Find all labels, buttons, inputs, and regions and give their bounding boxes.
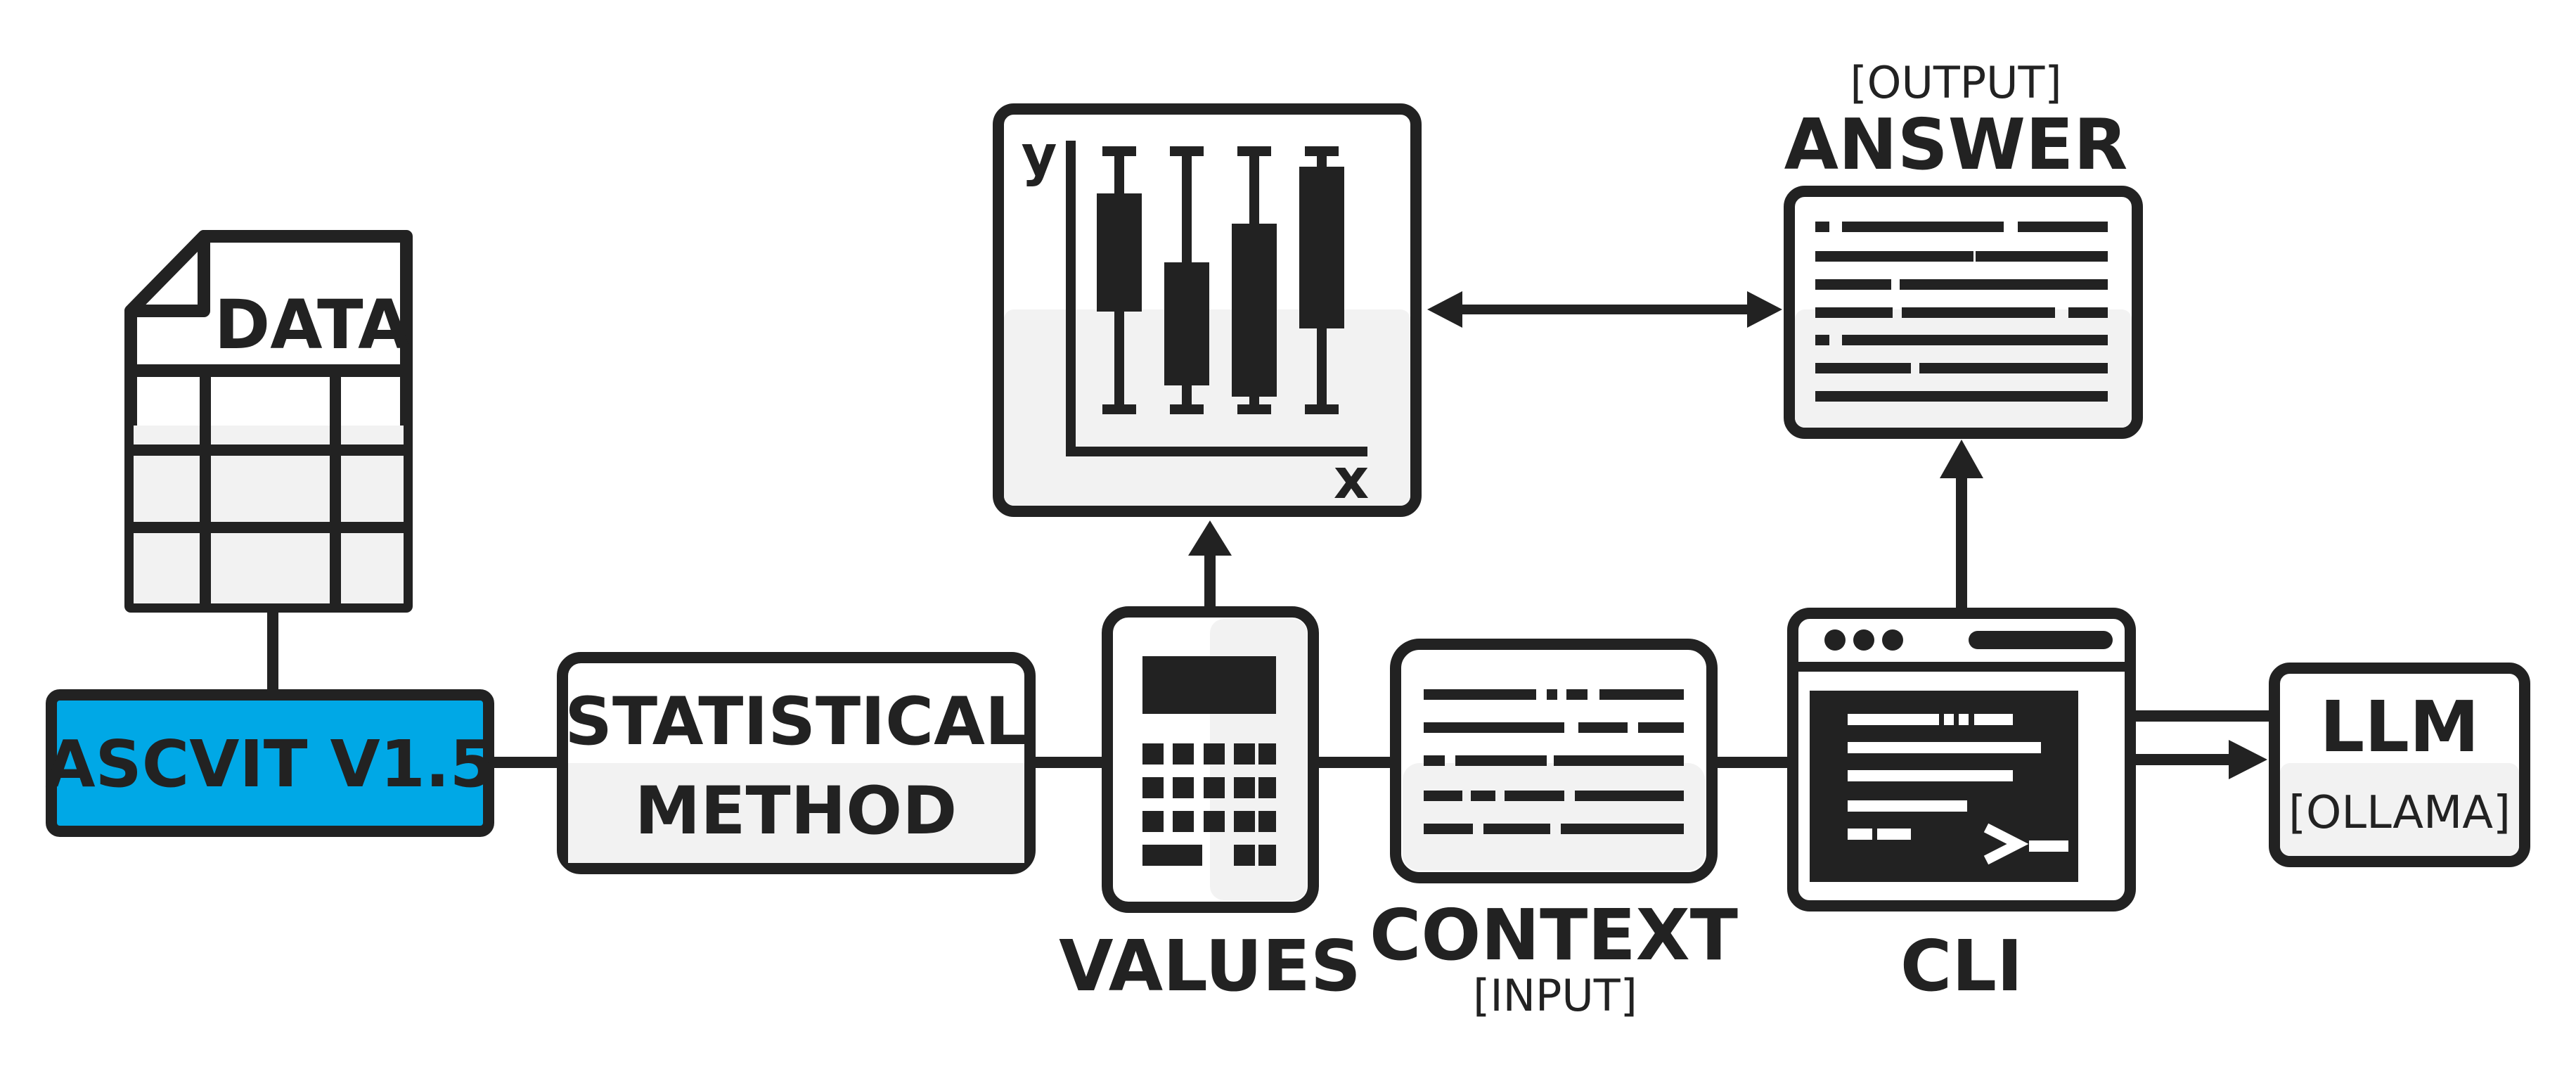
context-sub-label: [INPUT] (1473, 970, 1637, 1021)
arrowhead-cli-to-llm (2229, 740, 2267, 779)
statistical-label: STATISTICAL (565, 684, 1027, 760)
method-label: METHOD (635, 773, 957, 850)
arrowhead-cli-to-answer (1940, 440, 1983, 478)
data-folded-corner (124, 230, 210, 317)
candlestick-4 (1299, 146, 1344, 414)
cli-prompt-icon (1983, 823, 2029, 865)
llm-box-shade (2280, 763, 2519, 856)
arrowhead-left-chart (1427, 291, 1462, 328)
chart-x-label: x (1334, 448, 1369, 511)
answer-text-lines (1815, 222, 2108, 402)
arrowhead-values-to-chart (1188, 520, 1232, 556)
context-text-lines (1424, 689, 1684, 834)
candlestick-1 (1097, 146, 1142, 414)
values-label: VALUES (1059, 925, 1361, 1007)
connectors (267, 612, 2274, 768)
chart-y-label: y (1022, 124, 1057, 188)
arrows (1188, 291, 2267, 779)
answer-node: [OUTPUT] ANSWER (1784, 57, 2143, 439)
data-label: DATA (214, 286, 411, 364)
llm-sub-label: [OLLAMA] (2288, 787, 2511, 839)
ascvit-label: ASCVIT V1.5 (45, 727, 494, 802)
values-calculator: VALUES (1059, 606, 1361, 1007)
ascvit-node: ASCVIT V1.5 (45, 689, 495, 837)
chart-axes (1066, 141, 1367, 456)
candlestick-3 (1232, 146, 1277, 414)
answer-sub-label: [OUTPUT] (1850, 57, 2061, 108)
chart-panel: y x (993, 103, 1422, 517)
context-node: CONTEXT [INPUT] (1370, 639, 1738, 1021)
calculator-keys (1142, 743, 1276, 866)
context-box-shade (1403, 763, 1705, 871)
statistical-method-shade (568, 763, 1024, 863)
cli-label: CLI (1900, 925, 2023, 1007)
cli-terminal-lines (1848, 714, 2041, 840)
statistical-method-node: STATISTICAL METHOD (557, 652, 1036, 874)
arrowhead-right-answer (1747, 291, 1782, 328)
candlestick-2 (1164, 146, 1209, 414)
cli-cursor (2029, 840, 2068, 852)
chart-frame-shade (1004, 309, 1410, 506)
data-document: DATA (124, 230, 413, 613)
calculator-screen (1142, 656, 1276, 714)
cli-node: CLI (1787, 608, 2136, 1007)
cli-address-bar (1969, 631, 2113, 649)
cli-window-dot-1 (1824, 629, 1846, 651)
llm-label: LLM (2320, 686, 2480, 768)
context-label: CONTEXT (1370, 894, 1738, 976)
llm-node: LLM [OLLAMA] (2269, 663, 2530, 867)
cli-window-dot-2 (1853, 629, 1874, 651)
answer-label: ANSWER (1784, 103, 2128, 186)
cli-window-dot-3 (1882, 629, 1903, 651)
ascvit-box (46, 689, 494, 837)
